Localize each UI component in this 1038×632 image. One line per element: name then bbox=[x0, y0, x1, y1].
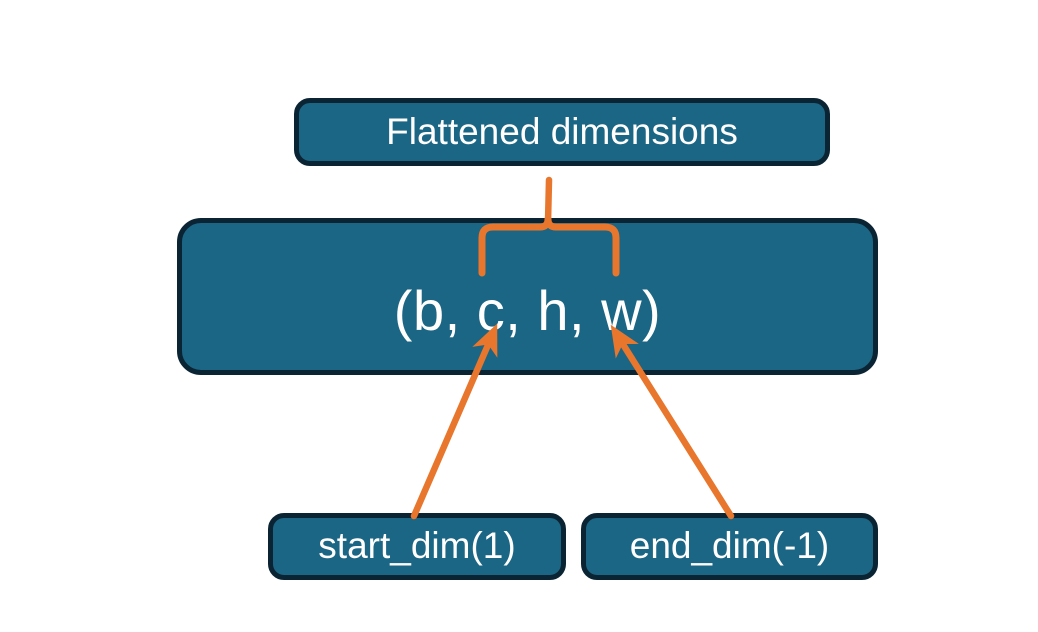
arrow-end-dim-to-w bbox=[610, 324, 735, 520]
arrow-start-dim-to-c bbox=[410, 323, 498, 520]
curly-brace-over-dims bbox=[478, 176, 620, 277]
